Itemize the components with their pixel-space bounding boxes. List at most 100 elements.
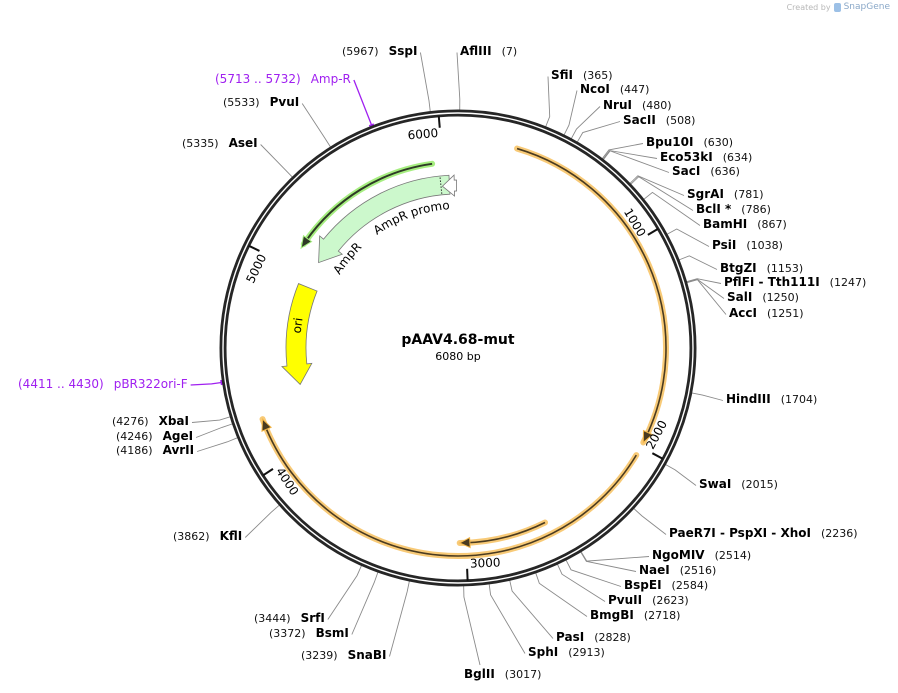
- site-name: AseI: [228, 136, 258, 150]
- tick-mark: [262, 468, 274, 477]
- orf-arc[interactable]: [456, 519, 549, 549]
- site-name: PflFI - Tth111I: [724, 275, 820, 289]
- site-position: (786): [741, 203, 771, 216]
- site-name: SacI: [672, 164, 701, 178]
- site-label[interactable]: (4246)AgeI: [116, 429, 193, 444]
- site-position: (781): [733, 188, 764, 201]
- leader-lines: [190, 52, 727, 666]
- site-name: PsiI: [712, 238, 737, 252]
- site-label[interactable]: SalI(1250): [727, 290, 799, 305]
- site-name: NgoMIV: [652, 548, 705, 562]
- site-position: (4276): [112, 415, 149, 428]
- site-position: (1251): [766, 307, 804, 320]
- site-label[interactable]: (5533)PvuI: [223, 95, 299, 110]
- site-label[interactable]: (5967) SspI: [342, 44, 417, 59]
- feature-ori[interactable]: [281, 283, 318, 386]
- site-leader-line: [580, 551, 637, 572]
- site-leader-line: [565, 559, 622, 587]
- tick-label: 3000: [470, 555, 501, 570]
- site-name: NruI: [603, 98, 632, 112]
- site-leader-line: [686, 278, 722, 284]
- site-position: (1038): [746, 239, 783, 252]
- site-label[interactable]: NruI(480): [603, 98, 672, 113]
- site-name: Bpu10I: [646, 135, 694, 149]
- plasmid-name: pAAV4.68-mut: [401, 332, 515, 348]
- site-name: PaeR7I - PspXI - XhoI: [669, 526, 811, 540]
- site-leader-line: [601, 143, 644, 159]
- site-label[interactable]: SfiI(365): [551, 68, 613, 83]
- site-leader-line: [301, 103, 331, 148]
- site-label[interactable]: BamHI(867): [703, 217, 787, 232]
- site-label[interactable]: NgoMIV(2514): [652, 548, 751, 563]
- site-leader-line: [576, 121, 621, 143]
- site-label[interactable]: BmgBI(2718): [590, 608, 680, 623]
- site-label[interactable]: (3444)SrfI: [254, 611, 325, 626]
- primer-label[interactable]: (4411 .. 4430)pBR322ori-F: [18, 377, 188, 391]
- site-label[interactable]: PvuII(2623): [608, 593, 689, 608]
- feature-ampr[interactable]: [318, 174, 451, 264]
- site-label[interactable]: NcoI(447): [580, 82, 649, 97]
- orf-arc[interactable]: [514, 145, 669, 446]
- site-label[interactable]: SacI(636): [672, 164, 740, 179]
- site-label[interactable]: (3239) SnaBI: [301, 648, 386, 663]
- site-name: SalI: [727, 290, 753, 304]
- site-label[interactable]: SphI(2913): [528, 645, 605, 660]
- site-name: SwaI: [699, 477, 732, 491]
- site-label[interactable]: BtgZI(1153): [720, 261, 803, 276]
- site-leader-line: [686, 279, 727, 315]
- site-name: Eco53kI: [660, 150, 713, 164]
- site-position: (2718): [643, 609, 681, 622]
- orf-arc[interactable]: [259, 416, 640, 559]
- site-name: PasI: [556, 630, 585, 644]
- site-label[interactable]: BglII(3017): [464, 667, 541, 682]
- site-label[interactable]: PflFI - Tth111I (1247): [724, 275, 866, 290]
- site-leader-line: [195, 423, 233, 438]
- site-leader-line: [563, 90, 578, 136]
- site-label[interactable]: NaeI(2516): [639, 563, 716, 578]
- site-name: BglII: [464, 667, 495, 681]
- site-label[interactable]: HindIII(1704): [726, 392, 817, 407]
- ampr-direction-line[interactable]: [300, 160, 436, 250]
- site-leader-line: [557, 564, 606, 602]
- site-label[interactable]: BspEI(2584): [624, 578, 708, 593]
- site-leader-line: [630, 176, 694, 211]
- site-label[interactable]: SwaI(2015): [699, 477, 778, 492]
- site-name: SacII: [623, 113, 656, 127]
- site-leader-line: [488, 583, 526, 654]
- site-name: AvrII: [162, 443, 195, 457]
- site-position: (5967): [342, 45, 379, 58]
- site-position: (2516): [679, 564, 717, 577]
- site-label[interactable]: AflIII(7): [460, 44, 517, 59]
- site-leader-line: [196, 437, 238, 452]
- primer-binding-mark: [368, 123, 375, 128]
- site-position: (3239): [301, 649, 338, 662]
- site-label[interactable]: (4276)XbaI: [112, 414, 189, 429]
- site-label[interactable]: (3372)BsmI: [269, 626, 349, 641]
- site-label[interactable]: PasI(2828): [556, 630, 631, 645]
- site-position: (1247): [829, 276, 867, 289]
- site-label[interactable]: SacII(508): [623, 113, 695, 128]
- site-label[interactable]: PaeR7I - PspXI - XhoI(2236): [669, 526, 858, 541]
- site-label[interactable]: AccI(1251): [729, 306, 804, 321]
- primer-label[interactable]: (5713 .. 5732)Amp-R: [215, 72, 351, 86]
- feature-ampr-promoter[interactable]: [441, 174, 458, 197]
- site-label[interactable]: PsiI (1038): [712, 238, 783, 253]
- site-name: SphI: [528, 645, 559, 659]
- site-label[interactable]: (5335)AseI: [182, 136, 258, 151]
- site-leader-line: [456, 52, 461, 111]
- primer-leader-line: [190, 381, 222, 386]
- site-label[interactable]: SgrAI(781): [687, 187, 764, 202]
- site-label[interactable]: Bpu10I(630): [646, 135, 733, 150]
- site-label[interactable]: BclI *(786): [696, 202, 771, 217]
- site-label[interactable]: Eco53kI(634): [660, 150, 752, 165]
- site-name: SfiI: [551, 68, 574, 82]
- feature-label-ori: ori: [290, 317, 306, 334]
- site-leader-line: [260, 144, 293, 178]
- site-name: NcoI: [580, 82, 610, 96]
- site-name: PvuI: [269, 95, 300, 109]
- site-name: SnaBI: [347, 648, 387, 662]
- site-label[interactable]: (4186)AvrII: [116, 443, 194, 458]
- site-label[interactable]: (3862)KflI: [173, 529, 242, 544]
- site-name: SspI: [388, 44, 418, 58]
